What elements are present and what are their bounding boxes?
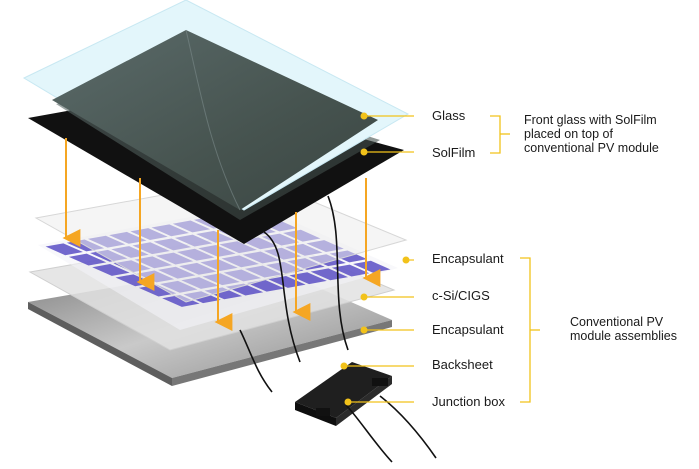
solar-cell <box>247 279 285 292</box>
label-solfilm: SolFilm <box>432 145 475 160</box>
solar-cell <box>331 264 370 277</box>
label-cells: c-Si/CIGS <box>432 288 490 303</box>
leader-dot <box>344 398 352 406</box>
solar-cell <box>92 263 130 276</box>
solar-cell <box>310 268 349 281</box>
solar-cell <box>162 294 200 307</box>
glass-layer <box>22 0 410 211</box>
internal-wires <box>239 195 349 393</box>
bracket-conventional <box>520 257 540 403</box>
note-front-line-1: Front glass with SolFilm <box>524 113 657 127</box>
note-conventional-line-2: module assemblies <box>570 329 677 343</box>
note-front-line-2: placed on top of <box>524 127 613 141</box>
assembly-arrows <box>62 138 381 331</box>
solar-cell <box>45 243 83 256</box>
leader-dot <box>360 112 368 120</box>
leader-dot <box>360 148 368 156</box>
label-backsheet: Backsheet <box>432 357 493 372</box>
label-encapsulant-bottom: Encapsulant <box>432 322 504 337</box>
junction-box <box>295 362 392 426</box>
leader-dot <box>402 256 410 264</box>
note-front-line-3: conventional PV module <box>524 141 659 155</box>
leader-dot <box>360 293 368 301</box>
solar-cell <box>289 272 327 285</box>
solar-cell <box>353 260 391 273</box>
leader-dot <box>340 362 348 370</box>
leader-lines <box>340 112 414 406</box>
label-junction-box: Junction box <box>432 394 505 409</box>
cable-wires <box>345 395 437 463</box>
bracket-front <box>490 115 510 154</box>
label-glass: Glass <box>432 108 466 123</box>
solar-cell <box>68 253 107 266</box>
leader-dot <box>360 326 368 334</box>
label-encapsulant-top: Encapsulant <box>432 251 504 266</box>
note-conventional-line-1: Conventional PV <box>570 315 664 329</box>
